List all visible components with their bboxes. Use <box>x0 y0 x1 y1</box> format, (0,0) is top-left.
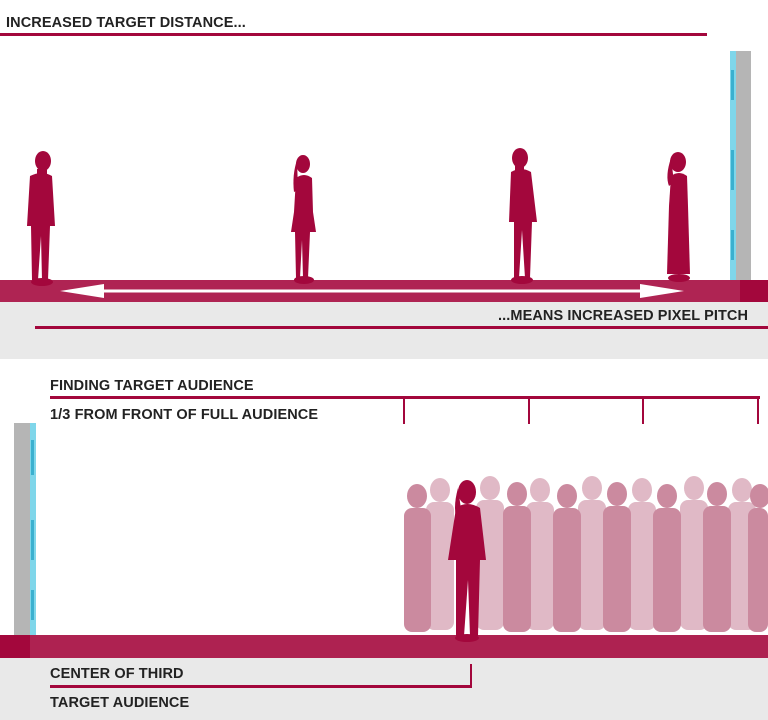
bottom-subtitle: 1/3 FROM FRONT OF FULL AUDIENCE <box>50 407 319 423</box>
person-silhouette <box>291 155 316 284</box>
bottom-title-rule <box>50 396 760 399</box>
top-title-rule <box>0 33 707 36</box>
display-screen-left <box>14 423 36 635</box>
distance-arrow <box>60 284 684 298</box>
third-tick <box>757 398 759 424</box>
top-title: INCREASED TARGET DISTANCE... <box>6 15 246 31</box>
person-silhouette <box>27 151 55 286</box>
third-tick <box>642 398 644 424</box>
top-caption: ...MEANS INCREASED PIXEL PITCH <box>498 308 749 324</box>
display-screen-right <box>730 51 751 280</box>
top-floor-band <box>0 302 768 359</box>
target-audience-label: TARGET AUDIENCE <box>50 695 190 711</box>
bottom-floor-band <box>0 658 768 720</box>
target-person-silhouette <box>448 480 486 642</box>
center-of-third-rule <box>50 685 472 688</box>
bottom-title: FINDING TARGET AUDIENCE <box>50 378 254 394</box>
center-of-third-tick <box>470 664 472 688</box>
top-caption-rule <box>35 326 768 329</box>
center-of-third-label: CENTER OF THIRD <box>50 666 184 682</box>
third-tick <box>403 398 405 424</box>
person-silhouette <box>667 152 690 282</box>
third-tick <box>528 398 530 424</box>
crowd <box>404 476 768 632</box>
person-silhouette <box>509 148 537 284</box>
